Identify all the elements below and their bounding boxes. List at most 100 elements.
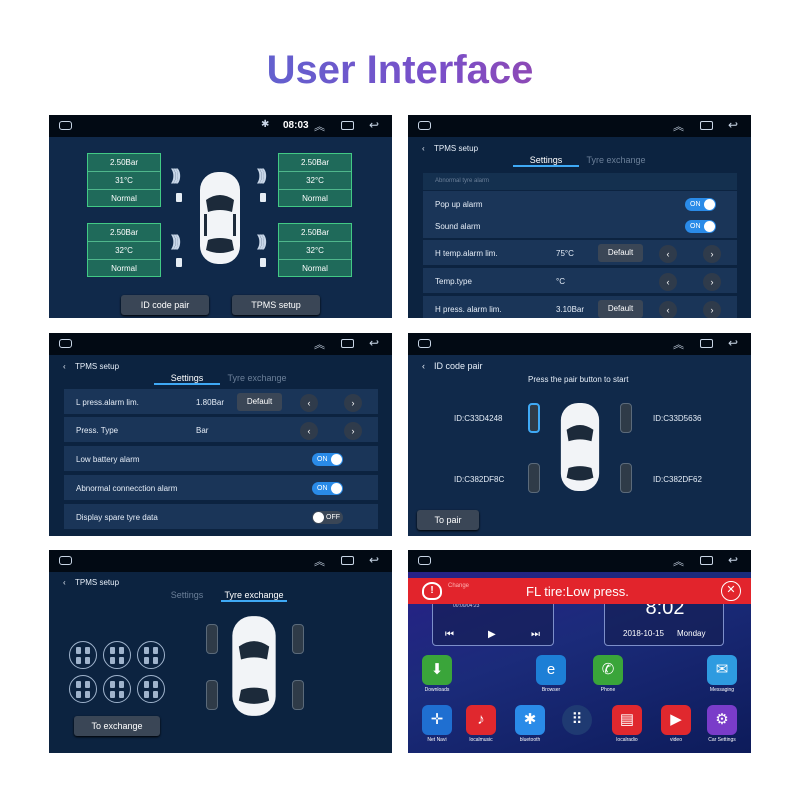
expand-icon[interactable]: ︽ — [673, 556, 684, 568]
status-bar: ︽ ↩ — [408, 115, 751, 137]
wheel-front-left[interactable] — [206, 624, 218, 654]
to-exchange-button[interactable]: To exchange — [74, 716, 160, 736]
setting-row-h-temp: H temp.alarm lim. 75°C Default ‹ › — [423, 240, 737, 266]
low-battery-toggle[interactable]: ON — [312, 453, 343, 466]
wheel-rear-left[interactable] — [206, 680, 218, 710]
home-icon[interactable] — [59, 556, 72, 565]
wheel-rear-left[interactable] — [528, 463, 540, 493]
radio-icon[interactable]: ▤ — [612, 705, 642, 735]
tab-settings[interactable]: Settings — [513, 155, 579, 167]
back-icon[interactable]: ↩ — [728, 553, 739, 567]
spare-tyre-toggle[interactable]: OFF — [312, 511, 343, 524]
back-chevron-icon[interactable]: ‹ — [63, 578, 66, 587]
id-code-pair-button[interactable]: ID code pair — [121, 295, 209, 315]
expand-icon[interactable]: ︽ — [314, 121, 325, 133]
wheel-rear-right[interactable] — [620, 463, 632, 493]
exchange-pattern-icon[interactable] — [103, 641, 131, 669]
app-label: Phone — [600, 687, 616, 693]
increase-button[interactable]: › — [703, 301, 721, 318]
messaging-icon[interactable]: ✉ — [707, 655, 737, 685]
wheel-front-left[interactable] — [528, 403, 540, 433]
wheel-front-right[interactable] — [292, 624, 304, 654]
home-icon[interactable] — [59, 121, 72, 130]
decrease-button[interactable]: ‹ — [300, 394, 318, 412]
apps-grid-icon[interactable]: ⠿ — [562, 705, 592, 735]
page-header[interactable]: TPMS setup — [75, 578, 120, 587]
download-icon[interactable]: ⬇ — [422, 655, 452, 685]
tpms-setup-button[interactable]: TPMS setup — [232, 295, 320, 315]
next-track-icon[interactable]: ⏭ — [531, 629, 540, 640]
decrease-button[interactable]: ‹ — [659, 245, 677, 263]
recent-apps-icon[interactable] — [700, 121, 713, 130]
wheel-front-right[interactable] — [620, 403, 632, 433]
exchange-pattern-icon[interactable] — [69, 641, 97, 669]
to-pair-button[interactable]: To pair — [417, 510, 479, 530]
default-button[interactable]: Default — [598, 300, 643, 318]
tab-tyre-exchange[interactable]: Tyre exchange — [221, 590, 287, 602]
tpms-warning-icon: ! — [422, 582, 442, 600]
home-icon[interactable] — [59, 339, 72, 348]
car-settings-icon[interactable]: ⚙ — [707, 705, 737, 735]
increase-button[interactable]: › — [703, 273, 721, 291]
tab-settings[interactable]: Settings — [154, 373, 220, 385]
popup-alarm-toggle[interactable]: ON — [685, 198, 716, 211]
tyre-temp: 31°C — [88, 172, 160, 190]
tab-tyre-exchange[interactable]: Tyre exchange — [227, 373, 287, 383]
back-chevron-icon[interactable]: ‹ — [422, 361, 425, 371]
expand-icon[interactable]: ︽ — [314, 339, 325, 351]
bluetooth-icon[interactable]: ✱ — [515, 705, 545, 735]
home-icon[interactable] — [418, 556, 431, 565]
clock-date: 2018-10-15 — [623, 629, 664, 638]
page-header[interactable]: TPMS setup — [434, 144, 479, 153]
recent-apps-icon[interactable] — [341, 339, 354, 348]
increase-button[interactable]: › — [344, 394, 362, 412]
exchange-pattern-icon[interactable] — [103, 675, 131, 703]
tyre-status: Normal — [302, 264, 328, 273]
back-icon[interactable]: ↩ — [728, 336, 739, 350]
tyre-exchange-panel: ︽ ↩ ‹ TPMS setup Settings Tyre exchange … — [49, 550, 392, 753]
page-header[interactable]: ID code pair — [434, 361, 483, 371]
browser-icon[interactable]: e — [536, 655, 566, 685]
back-icon[interactable]: ↩ — [728, 118, 739, 132]
recent-apps-icon[interactable] — [700, 339, 713, 348]
recent-apps-icon[interactable] — [341, 556, 354, 565]
expand-icon[interactable]: ︽ — [673, 339, 684, 351]
sound-alarm-toggle[interactable]: ON — [685, 220, 716, 233]
expand-icon[interactable]: ︽ — [673, 121, 684, 133]
home-icon[interactable] — [418, 121, 431, 130]
wheel-rear-right[interactable] — [292, 680, 304, 710]
exchange-pattern-icon[interactable] — [137, 641, 165, 669]
increase-button[interactable]: › — [344, 422, 362, 440]
expand-icon[interactable]: ︽ — [314, 556, 325, 568]
navi-icon[interactable]: ✛ — [422, 705, 452, 735]
video-icon[interactable]: ▶ — [661, 705, 691, 735]
decrease-button[interactable]: ‹ — [300, 422, 318, 440]
decrease-button[interactable]: ‹ — [659, 273, 677, 291]
sensor-id-rear-right: ID:C382DF62 — [653, 475, 702, 484]
exchange-pattern-icon[interactable] — [137, 675, 165, 703]
music-icon[interactable]: ♪ — [466, 705, 496, 735]
back-icon[interactable]: ↩ — [369, 553, 380, 567]
sensor-id-front-right: ID:C33D5636 — [653, 414, 702, 423]
exchange-pattern-icon[interactable] — [69, 675, 97, 703]
decrease-button[interactable]: ‹ — [659, 301, 677, 318]
home-icon[interactable] — [418, 339, 431, 348]
abnormal-connection-toggle[interactable]: ON — [312, 482, 343, 495]
recent-apps-icon[interactable] — [700, 556, 713, 565]
back-icon[interactable]: ↩ — [369, 336, 380, 350]
tab-settings[interactable]: Settings — [170, 590, 204, 600]
default-button[interactable]: Default — [237, 393, 282, 411]
increase-button[interactable]: › — [703, 245, 721, 263]
default-button[interactable]: Default — [598, 244, 643, 262]
back-icon[interactable]: ↩ — [369, 118, 380, 132]
tab-tyre-exchange[interactable]: Tyre exchange — [586, 155, 646, 165]
recent-apps-icon[interactable] — [341, 121, 354, 130]
close-icon[interactable]: ✕ — [721, 581, 741, 601]
phone-icon[interactable]: ✆ — [593, 655, 623, 685]
back-chevron-icon[interactable]: ‹ — [422, 144, 425, 153]
previous-track-icon[interactable]: ⏮ — [445, 629, 454, 640]
back-chevron-icon[interactable]: ‹ — [63, 362, 66, 371]
tire-alert-banner[interactable]: ! Change FL tire:Low press. ✕ — [408, 578, 751, 604]
play-icon[interactable]: ▶ — [488, 629, 496, 640]
page-header[interactable]: TPMS setup — [75, 362, 120, 371]
